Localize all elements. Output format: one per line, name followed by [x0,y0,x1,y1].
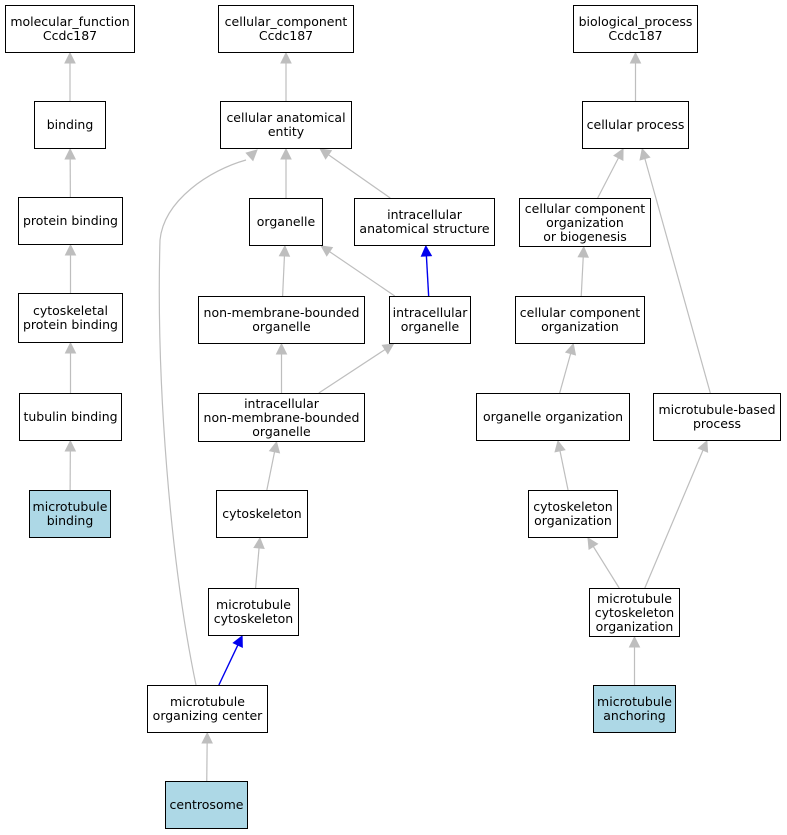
edge-cytoskeleton-organization-to-organelle-organization-arrowhead [554,439,566,453]
node-organelle[interactable]: organelle [249,198,323,246]
edge-microtubule-cytoskeleton-to-cytoskeleton [254,547,260,589]
node-intracellular-nmb-organelle[interactable]: intracellular non-membrane-bounded organ… [198,393,365,442]
edge-cytoskeleton-to-intracellular-nmb-organelle-arrowhead [268,440,281,454]
node-microtubule-cytoskeleton[interactable]: microtubule cytoskeleton [208,588,299,636]
edge-intracellular-organelle-to-intracellular-anatomical-structure-arrowhead [420,244,433,257]
edge-microtubule-anchoring-to-mt-cytoskeleton-organization-arrowhead [628,635,641,648]
node-tubulin-binding[interactable]: tubulin binding [19,393,122,441]
node-organelle-organization[interactable]: organelle organization [476,393,630,441]
node-mt-based-process[interactable]: microtubule-based process [653,393,781,441]
edge-mt-cytoskeleton-organization-to-cytoskeleton-organization-arrowhead [587,537,599,550]
edge-cco-to-ccob [580,256,584,297]
edge-non-membrane-bounded-organelle-to-organelle-arrowhead [278,244,291,257]
edge-intracellular-nmb-organelle-to-non-membrane-bounded-organelle-arrowhead [275,342,288,355]
node-protein-binding[interactable]: protein binding [18,197,123,245]
node-cellular-anatomical-entity[interactable]: cellular anatomical entity [220,101,352,149]
edge-organelle-organization-to-cco [559,353,572,394]
edge-non-membrane-bounded-organelle-to-organelle [282,255,286,297]
edge-protein-binding-to-binding-arrowhead [64,147,76,160]
edge-cytoskeletal-protein-binding-to-protein-binding-arrowhead [64,243,77,256]
edge-cytoskeleton-to-intracellular-nmb-organelle [266,451,276,491]
node-microtubule-anchoring[interactable]: microtubule anchoring [593,685,676,733]
node-mt-cytoskeleton-organization[interactable]: microtubule cytoskeleton organization [589,588,680,637]
node-cytoskeletal-protein-binding[interactable]: cytoskeletal protein binding [18,293,123,343]
edge-mtoc-to-microtubule-cytoskeleton-arrowhead [232,634,243,648]
edge-organelle-to-cellular-anatomical-entity-arrowhead [280,147,292,160]
node-cco[interactable]: cellular component organization [515,296,645,344]
edge-intracellular-nmb-organelle-to-intracellular-organelle [318,348,386,394]
edge-microtubule-binding-to-tubulin-binding-arrowhead [64,439,77,452]
edge-mt-based-process-to-cellular-process [644,158,711,394]
edge-mtoc-to-microtubule-cytoskeleton [218,644,239,686]
node-centrosome[interactable]: centrosome [165,781,248,829]
edge-cellular-process-to-bp-root-arrowhead [629,51,642,64]
edge-cellular-anatomical-entity-to-cc-root-arrowhead [280,51,292,64]
node-microtubule-binding[interactable]: microtubule binding [29,490,111,538]
edge-ccob-to-cellular-process-arrowhead [613,148,624,161]
node-ccob[interactable]: cellular component organization or bioge… [519,198,651,247]
node-non-membrane-bounded-organelle[interactable]: non-membrane-bounded organelle [198,296,365,344]
edge-organelle-organization-to-cco-arrowhead [564,342,577,356]
node-cellular-process[interactable]: cellular process [582,101,689,149]
edge-mt-based-process-to-cellular-process-arrowhead [639,147,651,161]
node-intracellular-organelle[interactable]: intracellular organelle [389,296,471,344]
edge-intracellular-organelle-to-organelle [329,251,396,297]
edge-binding-to-mf-root-arrowhead [64,51,76,64]
node-bp-root[interactable]: biological_process Ccdc187 [573,5,698,53]
edge-intracellular-anatomical-structure-to-cellular-anatomical-entity [328,154,391,199]
edge-intracellular-nmb-organelle-to-intracellular-organelle-arrowhead [381,343,395,355]
edge-cytoskeleton-organization-to-organelle-organization [559,450,569,491]
node-binding[interactable]: binding [34,101,106,149]
edge-mtoc-to-cellular-anatomical-entity-arrowhead [245,149,258,162]
edge-cco-to-ccob-arrowhead [577,245,590,258]
edge-microtubule-cytoskeleton-to-cytoskeleton-arrowhead [253,536,265,549]
edge-mt-cytoskeleton-organization-to-cytoskeleton-organization [592,546,620,589]
node-cytoskeleton[interactable]: cytoskeleton [216,490,308,538]
edge-centrosome-to-mtoc-arrowhead [201,731,213,744]
node-mf-root[interactable]: molecular_function Ccdc187 [5,5,135,53]
edge-ccob-to-cellular-process [597,157,620,199]
edge-intracellular-organelle-to-organelle-arrowhead [320,245,334,257]
node-intracellular-anatomical-structure[interactable]: intracellular anatomical structure [354,198,495,246]
edge-mtoc-to-cellular-anatomical-entity [158,159,247,686]
edge-intracellular-organelle-to-intracellular-anatomical-structure [425,255,430,297]
node-cytoskeleton-organization[interactable]: cytoskeleton organization [528,490,618,538]
edge-intracellular-anatomical-structure-to-cellular-anatomical-entity-arrowhead [319,148,333,160]
node-cc-root[interactable]: cellular_component Ccdc187 [218,5,354,53]
node-mtoc[interactable]: microtubule organizing center [147,685,268,733]
edge-mt-cytoskeleton-organization-to-mt-based-process-arrowhead [697,439,709,453]
edge-tubulin-binding-to-cytoskeletal-protein-binding-arrowhead [64,341,77,354]
edge-mt-cytoskeleton-organization-to-mt-based-process [644,449,704,589]
